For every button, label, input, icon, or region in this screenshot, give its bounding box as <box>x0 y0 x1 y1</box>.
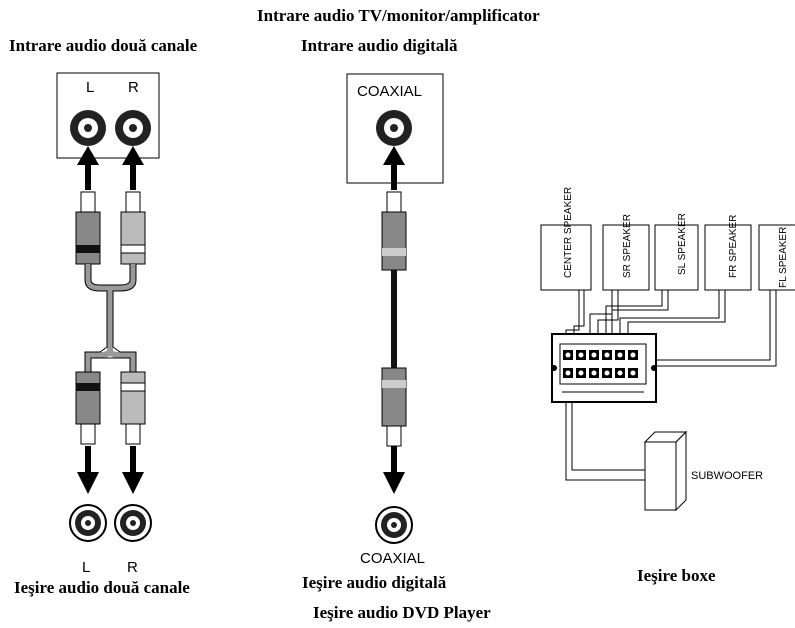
arrow-up-right-icon <box>122 146 144 190</box>
arrow-up-left-icon <box>77 146 99 190</box>
speaker-wires <box>565 290 777 367</box>
coaxial-jack-output-icon <box>375 506 413 544</box>
input-left-label: L <box>86 79 94 96</box>
two-channel-input-panel <box>56 72 160 159</box>
output-left-label: L <box>82 559 90 576</box>
subwoofer-wires <box>565 402 645 481</box>
speaker-sr-label: SR SPEAKER <box>622 214 633 278</box>
rca-plug-bottom-left-icon <box>75 371 101 445</box>
input-right-label: R <box>128 79 139 96</box>
coaxial-output-label: COAXIAL <box>360 550 425 567</box>
speaker-center-icon: CENTER SPEAKER <box>540 187 592 291</box>
speaker-fr-icon: FR SPEAKER <box>704 215 752 291</box>
speaker-center-label: CENTER SPEAKER <box>563 187 574 278</box>
speaker-output-title: Ieşire boxe <box>637 566 716 585</box>
speaker-sl-icon: SL SPEAKER <box>654 213 699 291</box>
speaker-fl-icon: FL SPEAKER <box>758 224 795 291</box>
output-right-label: R <box>127 559 138 576</box>
speaker-terminal-block-icon <box>551 333 657 403</box>
rca-jack-input-left-icon <box>70 110 106 146</box>
rca-jack-input-right-icon <box>115 110 151 146</box>
coaxial-input-label: COAXIAL <box>357 83 422 100</box>
speaker-sr-icon: SR SPEAKER <box>602 214 650 291</box>
coaxial-cable-icon <box>381 191 407 447</box>
speaker-sl-label: SL SPEAKER <box>677 213 688 275</box>
arrow-down-left-icon <box>77 446 99 494</box>
rca-jack-output-right-icon <box>114 504 152 542</box>
coaxial-jack-input-icon <box>376 110 412 146</box>
arrow-up-coaxial-icon <box>383 146 405 190</box>
dvd-output-title: Ieşire audio DVD Player <box>313 603 491 622</box>
top-title: Intrare audio TV/monitor/amplificator <box>257 6 540 25</box>
rca-plug-top-right-icon <box>120 191 146 265</box>
rca-jack-output-left-icon <box>69 504 107 542</box>
two-channel-input-title: Intrare audio două canale <box>9 36 198 55</box>
rca-plug-bottom-right-icon <box>120 371 146 445</box>
arrow-down-coaxial-icon <box>383 446 405 494</box>
digital-output-title: Ieşire audio digitală <box>302 573 447 592</box>
speaker-fl-label: FL SPEAKER <box>778 227 789 288</box>
speaker-fr-label: FR SPEAKER <box>728 215 739 278</box>
digital-input-title: Intrare audio digitală <box>301 36 458 55</box>
two-channel-output-title: Ieşire audio două canale <box>14 578 190 597</box>
y-cable-icon <box>85 264 136 372</box>
subwoofer-icon <box>643 430 688 512</box>
subwoofer-label: SUBWOOFER <box>691 470 763 482</box>
rca-plug-top-left-icon <box>75 191 101 265</box>
arrow-down-right-icon <box>122 446 144 494</box>
